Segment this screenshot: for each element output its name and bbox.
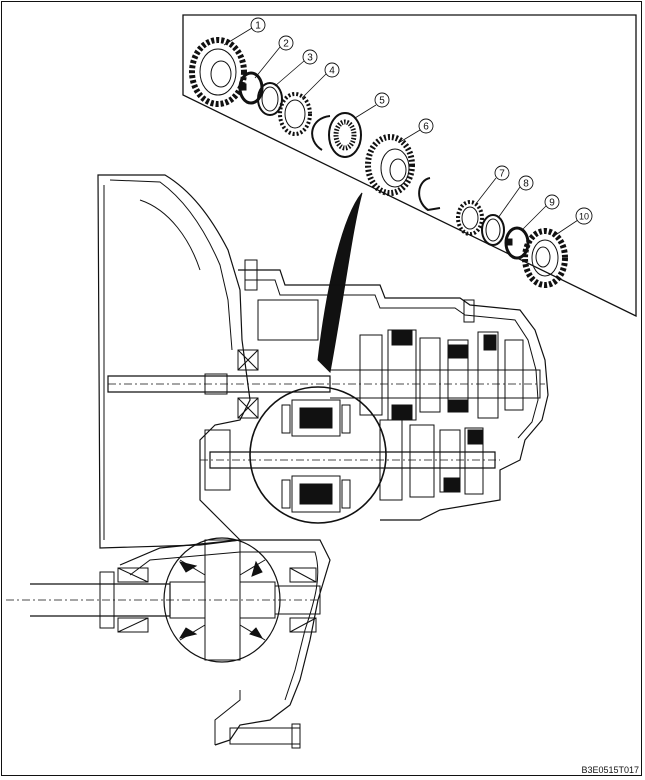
case-boss xyxy=(257,299,319,341)
part-5-needle-bearing xyxy=(328,112,362,158)
lower-gears xyxy=(379,419,484,501)
part-7-synchronizer-ring xyxy=(456,200,484,236)
callout-7: 7 xyxy=(494,165,510,181)
part-3-cone-ring xyxy=(257,82,283,116)
svg-text:1: 1 xyxy=(255,21,261,32)
snap-ring-right xyxy=(418,177,441,212)
part-10-gear xyxy=(522,228,568,288)
input-shaft xyxy=(107,375,331,393)
svg-text:8: 8 xyxy=(523,179,529,190)
circled-synchronizer xyxy=(281,399,351,513)
differential-housing xyxy=(119,539,331,746)
callout-6: 6 xyxy=(418,118,434,134)
part-4-synchronizer-ring xyxy=(278,92,312,136)
svg-text:2: 2 xyxy=(283,39,289,50)
svg-text:6: 6 xyxy=(423,122,429,133)
drain-boss xyxy=(229,727,301,745)
callout-2: 2 xyxy=(278,35,294,51)
svg-text:7: 7 xyxy=(499,169,505,180)
callout-9: 9 xyxy=(544,194,560,210)
exploded-view-inset: 1 2 3 4 5 6 7 8 xyxy=(182,14,637,318)
callout-4: 4 xyxy=(324,62,340,78)
output-shaft xyxy=(209,451,496,469)
transmission-case xyxy=(238,269,549,521)
part-8-cone-ring xyxy=(481,214,505,246)
svg-text:4: 4 xyxy=(329,66,335,77)
callout-8: 8 xyxy=(518,175,534,191)
svg-text:9: 9 xyxy=(549,198,555,209)
upper-gears xyxy=(359,329,524,421)
side-bearings xyxy=(99,567,317,633)
input-bearing xyxy=(237,349,259,419)
part-6-clutch-hub-sleeve xyxy=(365,134,415,196)
svg-text:3: 3 xyxy=(307,53,313,64)
snap-ring-left xyxy=(311,115,331,151)
transaxle-cross-section xyxy=(6,174,549,749)
part-9-synchronizer-ring xyxy=(504,226,530,260)
callout-10: 10 xyxy=(575,207,593,225)
callout-3: 3 xyxy=(302,49,318,65)
callout-5: 5 xyxy=(374,92,390,108)
callout-1: 1 xyxy=(250,17,266,33)
part-1-gear xyxy=(189,37,247,107)
clutch-housing xyxy=(97,174,251,549)
figure-code: B3E0515T017 xyxy=(581,765,639,775)
detail-pointer-wedge xyxy=(317,192,363,374)
svg-text:5: 5 xyxy=(379,96,385,107)
detail-circle xyxy=(249,386,387,524)
vent-plug xyxy=(244,259,258,291)
svg-text:10: 10 xyxy=(579,212,589,222)
